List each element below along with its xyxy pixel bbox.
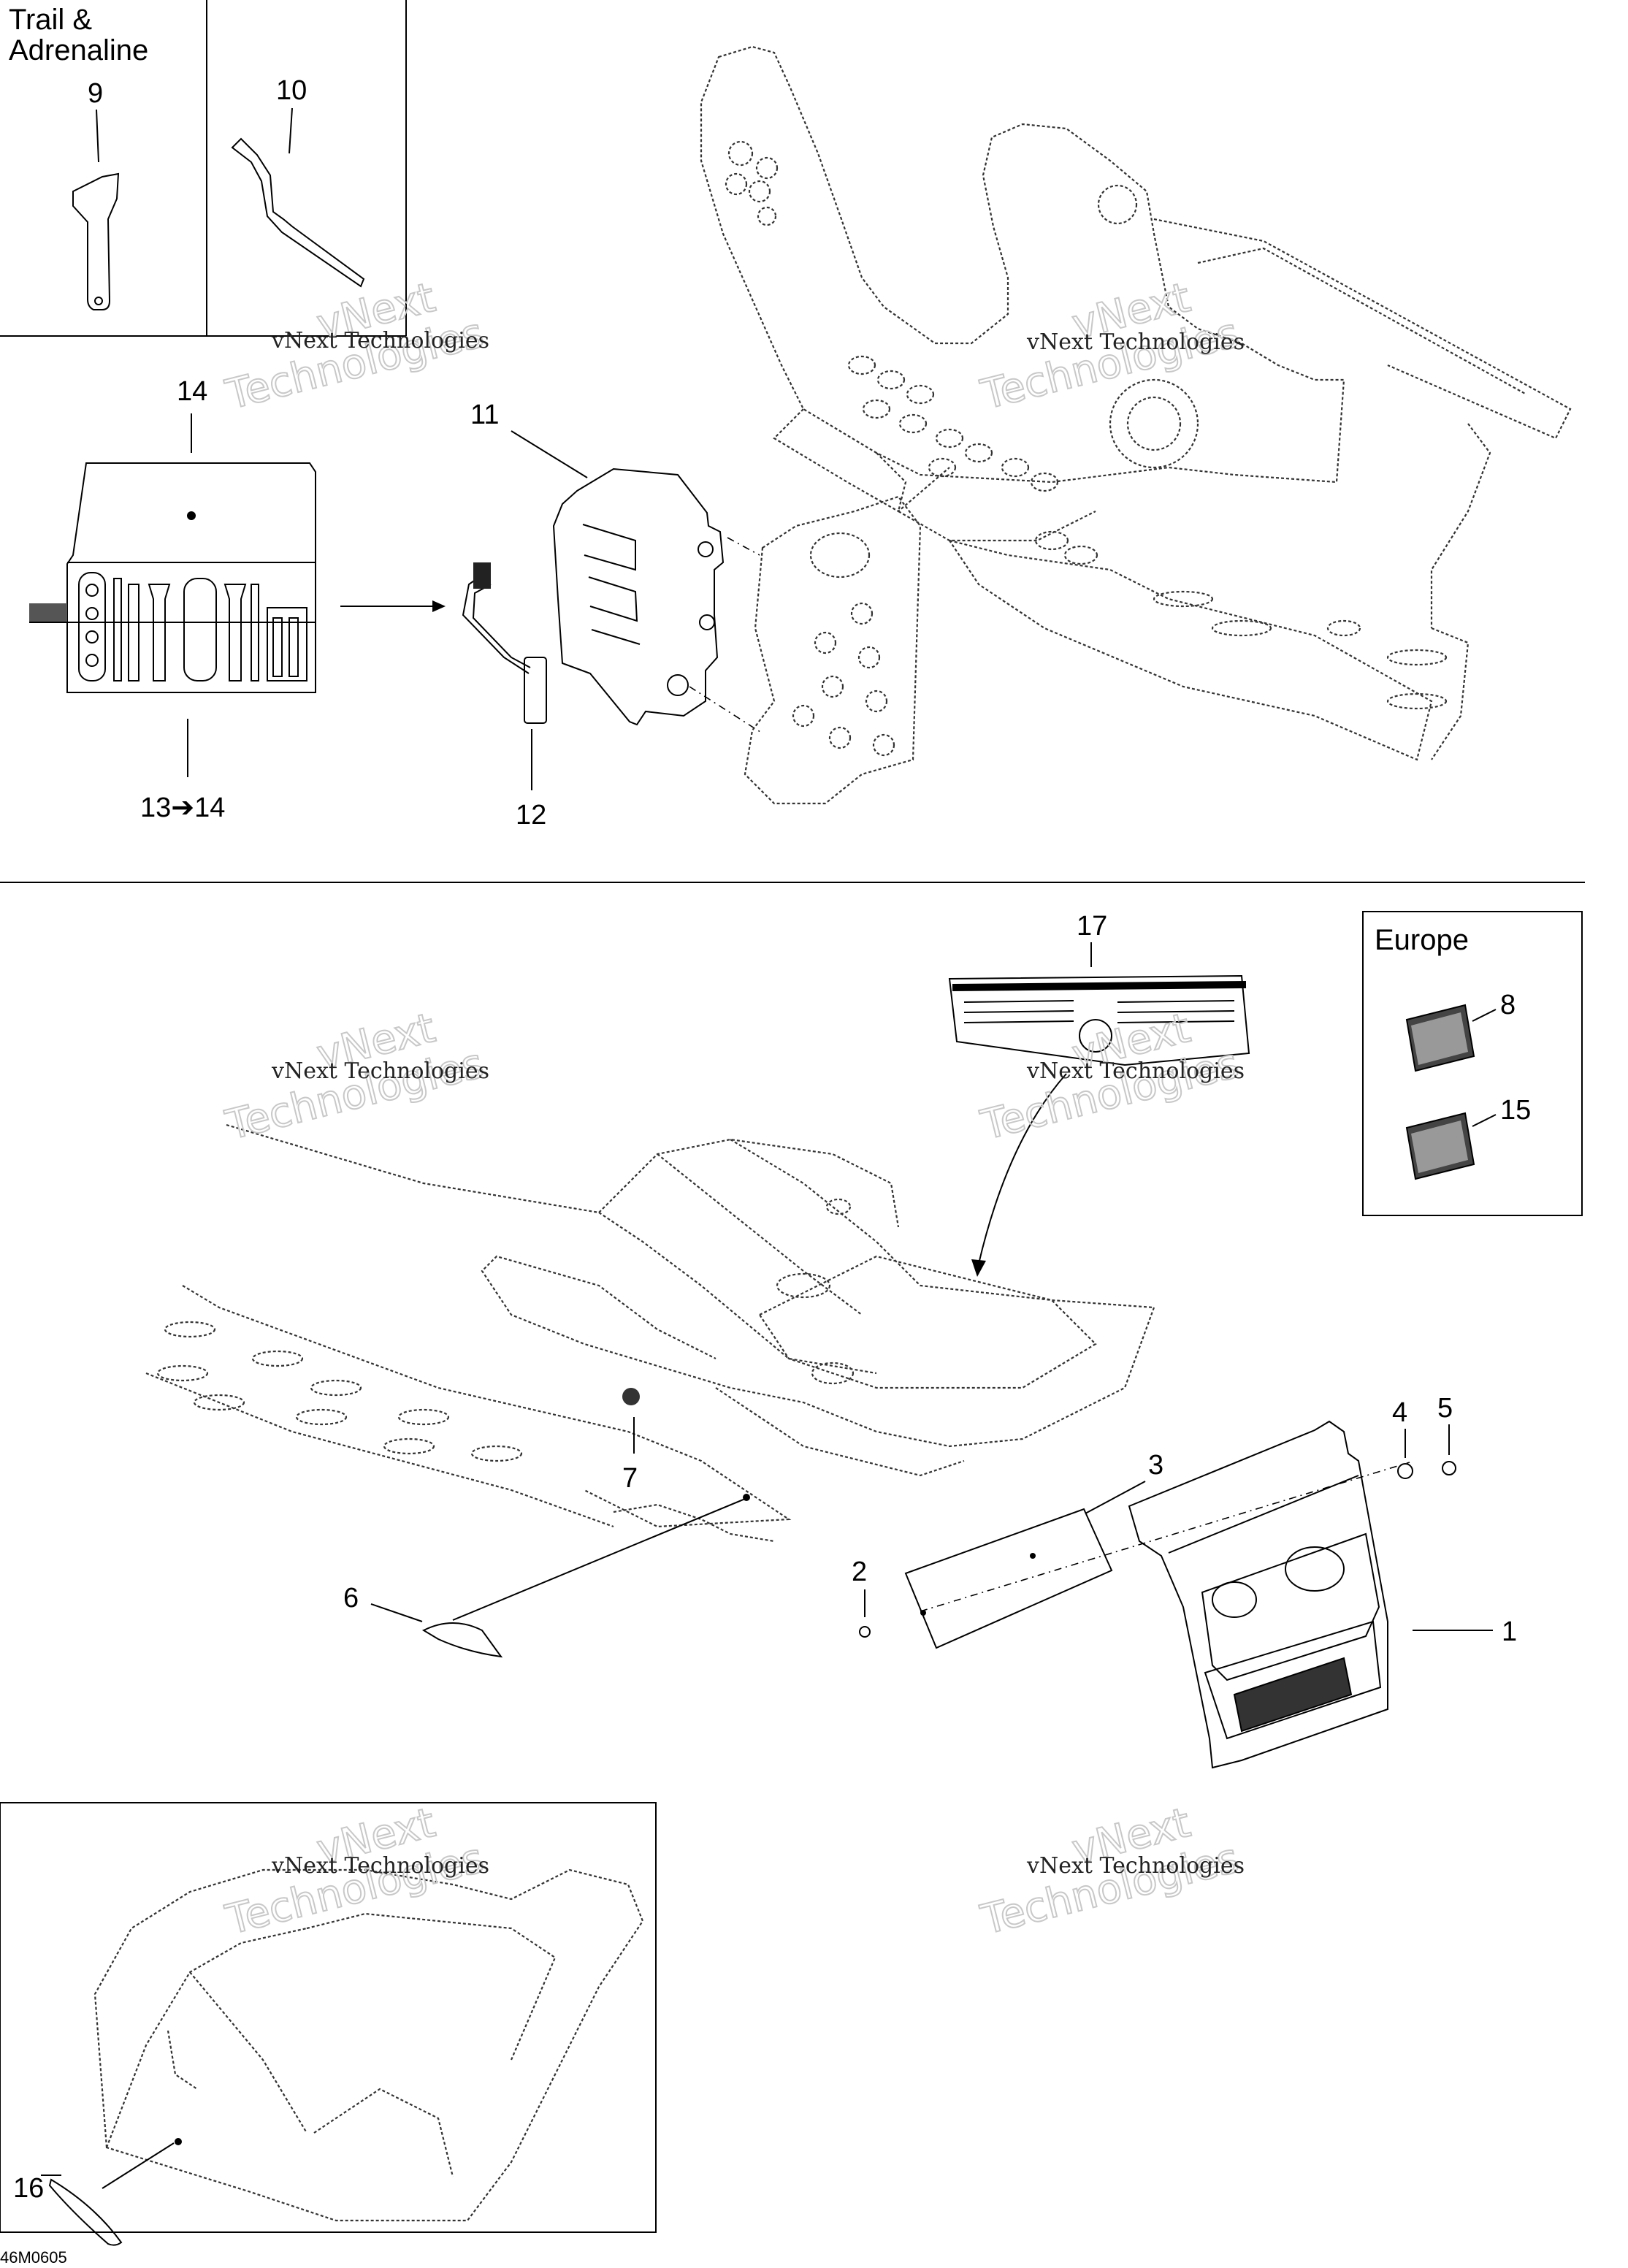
part-2-rivet: 2 bbox=[852, 1557, 871, 1638]
part-16-decal: 16 bbox=[13, 2142, 175, 2246]
callout-13-14: 13➔14 bbox=[140, 793, 225, 823]
callout-2: 2 bbox=[852, 1557, 867, 1587]
callout-3: 3 bbox=[1148, 1450, 1163, 1481]
callout-8: 8 bbox=[1500, 990, 1516, 1020]
trail-adrenaline-inset: Trail & Adrenaline bbox=[0, 0, 407, 337]
watermark-6: Technologies vNext vNext Technologies bbox=[976, 1798, 1245, 1945]
europe-title: Europe bbox=[1375, 924, 1469, 956]
part-9-bracket: 9 bbox=[72, 78, 120, 310]
callout-11: 11 bbox=[470, 400, 499, 430]
part-1-snowflap: 1 bbox=[1128, 1420, 1517, 1769]
callout-17: 17 bbox=[1077, 911, 1107, 942]
inset-title-line1: Trail & bbox=[9, 4, 92, 36]
svg-text:vNext Technologies: vNext Technologies bbox=[1026, 329, 1245, 355]
part-6-decal: 6 bbox=[343, 1498, 746, 1658]
callout-14: 14 bbox=[177, 376, 207, 407]
bottom-left-inset bbox=[0, 1802, 657, 2233]
diagram-code: 46M0605 bbox=[0, 2248, 67, 2267]
callout-1: 1 bbox=[1502, 1616, 1517, 1647]
part-17-warning-label: 17 bbox=[948, 911, 1250, 1277]
part-12-strap: 12 bbox=[462, 537, 763, 831]
watermark-4: Technologies vNext vNext Technologies bbox=[976, 1004, 1245, 1150]
callout-15: 15 bbox=[1500, 1095, 1531, 1126]
lower-tunnel: 7 bbox=[145, 1123, 1155, 1543]
callout-16: 16 bbox=[13, 2173, 44, 2204]
callout-12: 12 bbox=[516, 800, 546, 831]
callout-10: 10 bbox=[276, 75, 307, 106]
watermark-2: Technologies vNext vNext Technologies bbox=[976, 273, 1245, 420]
watermark-1: Technologies vNext vNext Technologies bbox=[221, 273, 489, 420]
callout-4: 4 bbox=[1392, 1397, 1407, 1428]
svg-text:vNext Technologies: vNext Technologies bbox=[271, 1058, 489, 1084]
inset-title-line2: Adrenaline bbox=[9, 34, 148, 66]
upper-chassis bbox=[700, 45, 1572, 805]
part-11-tool-bag: 11 bbox=[470, 400, 725, 726]
watermark-3: Technologies vNext vNext Technologies bbox=[221, 1004, 489, 1150]
svg-text:vNext Technologies: vNext Technologies bbox=[1026, 1853, 1245, 1879]
europe-inset: Europe 8 15 bbox=[1362, 911, 1583, 1216]
svg-text:vNext Technologies: vNext Technologies bbox=[271, 328, 489, 354]
part-10-rod: 10 bbox=[231, 75, 365, 288]
part-4-nut: 4 bbox=[1392, 1397, 1413, 1479]
part-5-grommet: 5 bbox=[1437, 1393, 1456, 1475]
callout-9: 9 bbox=[88, 78, 103, 109]
svg-text:vNext Technologies: vNext Technologies bbox=[271, 1853, 489, 1879]
part-3-plate: 3 bbox=[904, 1450, 1410, 1649]
callout-6: 6 bbox=[343, 1583, 359, 1614]
callout-7: 7 bbox=[622, 1463, 638, 1494]
callout-5: 5 bbox=[1437, 1393, 1453, 1424]
svg-text:vNext Technologies: vNext Technologies bbox=[1026, 1058, 1245, 1084]
part-14-tool-kit: 14 13➔14 bbox=[29, 376, 446, 823]
